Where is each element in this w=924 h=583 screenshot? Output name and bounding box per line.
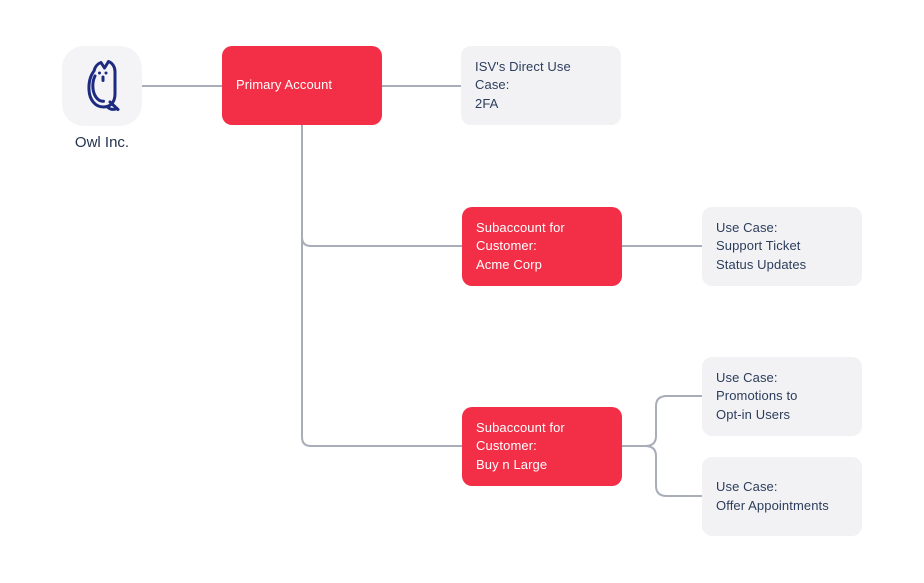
edge-bnl-to-appointments <box>644 445 702 497</box>
edge-primary-to-bnl-subaccount <box>301 125 462 447</box>
node-subaccount-acme-corp: Subaccount for Customer: Acme Corp <box>462 207 622 286</box>
edge-primary-to-acme-subaccount <box>301 236 462 247</box>
node-isv-direct-use-case: ISV's Direct Use Case: 2FA <box>461 46 621 125</box>
node-use-case-promotions: Use Case: Promotions to Opt-in Users <box>702 357 862 436</box>
node-subaccount-buy-n-large: Subaccount for Customer: Buy n Large <box>462 407 622 486</box>
owl-icon <box>87 60 120 111</box>
node-use-case-appointments: Use Case: Offer Appointments <box>702 457 862 536</box>
company-tile <box>62 46 142 126</box>
node-primary-account: Primary Account <box>222 46 382 125</box>
company-label: Owl Inc. <box>74 134 130 151</box>
edge-bnl-to-promotions <box>644 395 702 447</box>
node-use-case-support-ticket: Use Case: Support Ticket Status Updates <box>702 207 862 286</box>
